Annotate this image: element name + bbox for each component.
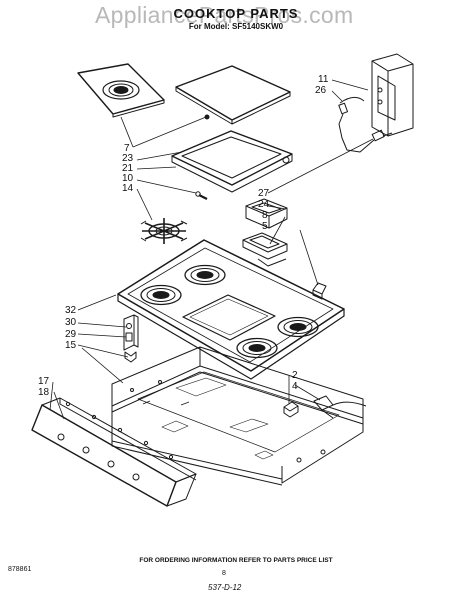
part-cooktop-main [117,239,345,380]
callout-18: 18 [38,387,50,398]
part-burner-grate [140,218,188,244]
page-number: 8 [222,570,226,577]
handwritten-stamp: 537-D-12 [208,583,242,592]
callout-2: 2 [292,370,298,381]
callout-24: 24 [258,199,270,210]
callout-5: 5 [262,221,268,232]
part-switch-bracket [338,53,414,153]
callout-4: 4 [292,381,298,392]
part-burner-box [111,346,364,486]
part-igniter-holder [245,198,288,229]
part-control-panel [31,397,197,507]
part-cover-plate-left [77,63,165,118]
callout-27: 27 [258,188,270,199]
callout-21: 21 [122,163,134,174]
callout-14: 14 [122,183,134,194]
part-cover-plate-right [175,65,291,125]
watermark: AppliancePartsPros.com [95,2,354,28]
document-code: 878861 [8,566,32,573]
part-burner-cap-bracket [242,232,288,267]
part-grill-pan [171,130,293,193]
callout-26: 26 [315,85,327,96]
part-clip [312,282,327,300]
callout-8: 8 [262,210,268,221]
callout-29: 29 [65,329,77,340]
part-screw [195,191,208,200]
callout-15: 15 [65,340,77,351]
callout-11: 11 [318,74,329,85]
callout-10: 10 [122,173,134,184]
ordering-note: FOR ORDERING INFORMATION REFER TO PARTS … [139,557,333,564]
model-subtitle: For Model: SF5140SKW0 [188,22,284,31]
diagram-title: COOKTOP PARTS [173,6,299,21]
callout-7: 7 [124,143,130,154]
callout-23: 23 [122,153,134,164]
callout-32: 32 [65,305,77,316]
callout-leader-lines [49,79,374,420]
callout-17: 17 [38,376,50,387]
callout-30: 30 [65,317,77,328]
part-ignition-switch [123,314,139,363]
